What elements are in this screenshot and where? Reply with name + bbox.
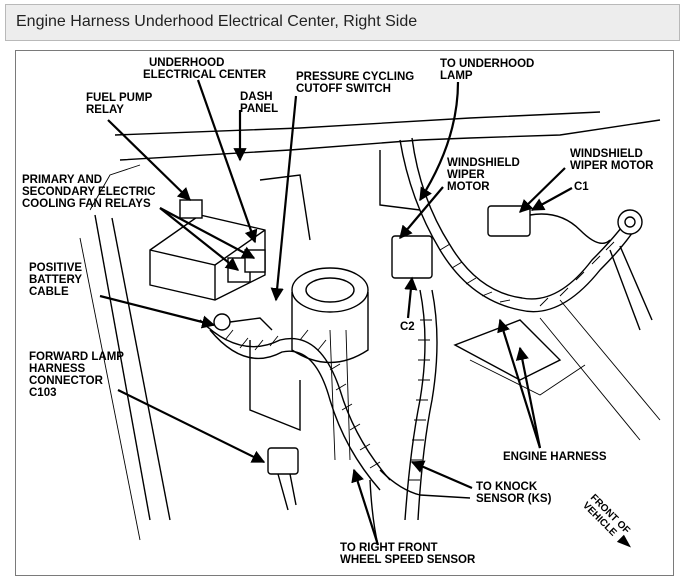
title-bar: Engine Harness Underhood Electrical Cent… [5, 4, 680, 41]
label-windshield-wiper-motor: WINDSHIELD WIPER MOTOR [570, 148, 654, 172]
label-pressure-cycling-switch: PRESSURE CYCLING CUTOFF SWITCH [296, 71, 417, 95]
label-underhood-electrical-center: UNDERHOOD ELECTRICAL CENTER [143, 57, 267, 81]
leader-underhood-lamp [419, 81, 460, 202]
engine-bay-illustration [79, 111, 661, 546]
label-cooling-fan-relays: PRIMARY AND SECONDARY ELECTRIC COOLING F… [22, 174, 159, 210]
label-wheel-speed-sensor: TO RIGHT FRONT WHEEL SPEED SENSOR [340, 542, 476, 566]
wiper-motor-connector-c1 [487, 205, 531, 237]
label-positive-battery-cable: POSITIVE BATTERY CABLE [29, 262, 85, 298]
leader-fuel-pump-relay [107, 119, 191, 201]
leader-wiper-motor-connector [399, 186, 444, 240]
throttle-body [291, 267, 369, 313]
label-knock-sensor: TO KNOCK SENSOR (KS) [476, 481, 552, 505]
label-fuel-pump-relay: FUEL PUMP RELAY [86, 92, 155, 116]
page-title: Engine Harness Underhood Electrical Cent… [16, 13, 418, 30]
leader-lines [99, 79, 573, 546]
ground-ring [617, 209, 643, 235]
label-c1: C1 [574, 181, 589, 193]
leader-c1 [530, 187, 573, 211]
label-c2: C2 [400, 321, 415, 333]
leader-engine-harness-2 [515, 346, 542, 449]
leader-positive-battery-cable [99, 294, 216, 329]
label-forward-lamp-connector: FORWARD LAMP HARNESS CONNECTOR C103 [29, 351, 127, 399]
leader-knock-sensor [410, 460, 473, 490]
front-arrow-icon [616, 534, 632, 548]
leader-pressure-cycling-switch [270, 95, 298, 302]
label-dash-panel: DASH PANEL [240, 91, 278, 115]
leader-c2 [404, 276, 418, 319]
fender-edge [94, 214, 151, 521]
leader-windshield-wiper-motor [519, 167, 566, 213]
harness-bundle-main [199, 319, 391, 481]
leader-engine-harness-1 [497, 318, 542, 449]
label-windshield-wiper-motor-connector: WINDSHIELD WIPER MOTOR [447, 157, 523, 193]
leader-underhood-electrical-center [196, 79, 258, 244]
label-engine-harness: ENGINE HARNESS [503, 451, 607, 463]
fuel-pump-relay-shape [179, 199, 203, 219]
battery-terminal [213, 313, 231, 331]
dash-panel-edge [114, 111, 601, 136]
leader-forward-lamp-connector [117, 389, 266, 463]
label-to-underhood-lamp: TO UNDERHOOD LAMP [440, 58, 538, 82]
wiper-connector-c2 [391, 235, 433, 279]
leader-cooling-fan-relay-2 [159, 207, 256, 259]
front-of-vehicle-indicator: FRONT OF VEHICLE [580, 492, 634, 548]
leader-cooling-fan-relay-1 [159, 207, 240, 271]
forward-lamp-connector [267, 447, 299, 475]
svg-text:FRONT OF VEHICLE: FRONT OF VEHICLE [580, 492, 634, 546]
leader-wheel-speed-sensor [351, 468, 380, 546]
